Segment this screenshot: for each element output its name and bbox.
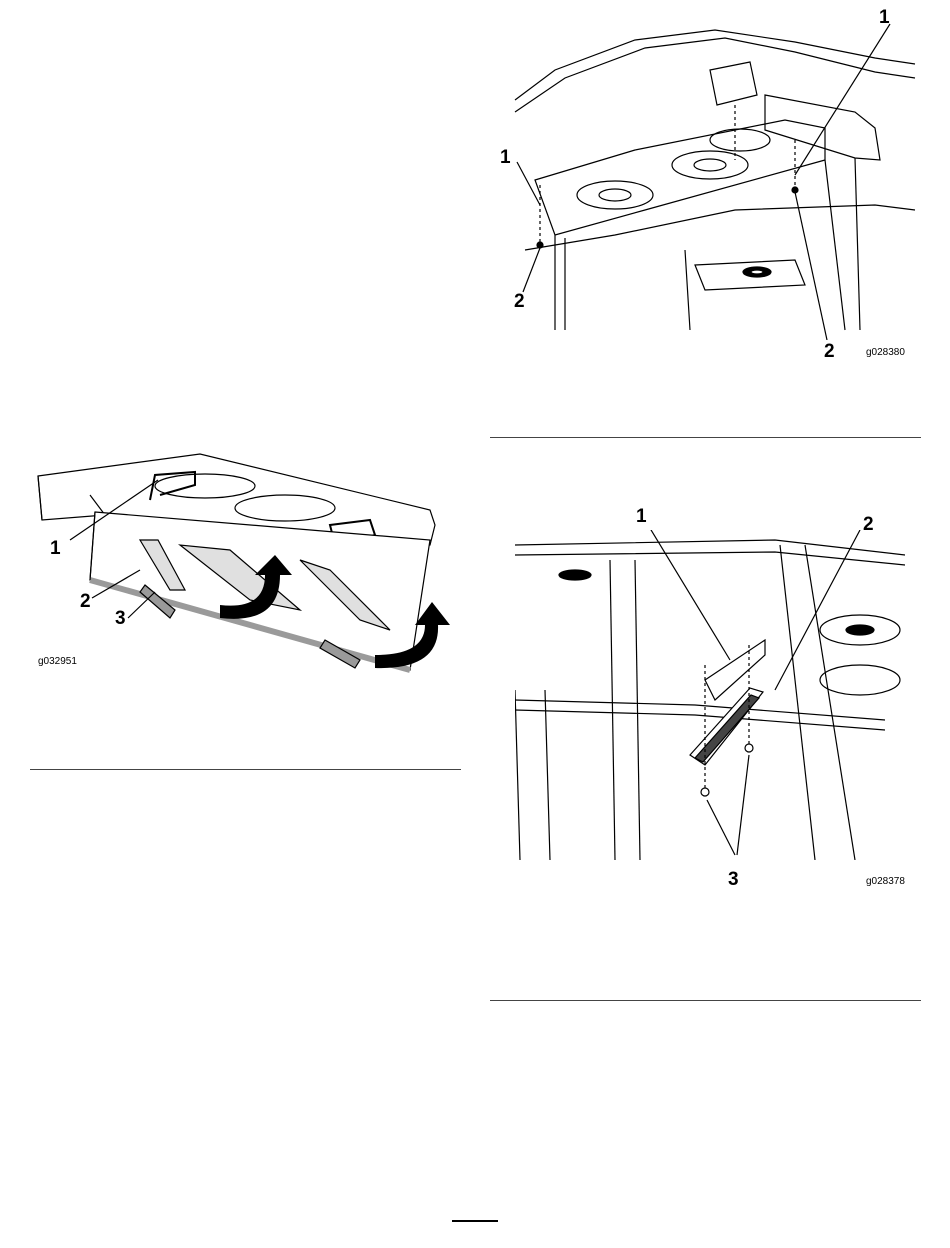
figure-code-g032951: g032951 — [38, 656, 77, 667]
figure-separator-lower-right — [490, 1000, 921, 1001]
callout-1-lower-right: 1 — [636, 507, 647, 526]
callout-2-left: 2 — [80, 592, 91, 611]
callout-2-upper-right-b: 2 — [824, 342, 835, 361]
figure-deflector-removal-drawing — [515, 530, 910, 860]
figure-underside-motor-mounts — [495, 0, 925, 340]
figure-deck-plate-removal-drawing — [30, 440, 470, 680]
callout-1-left: 1 — [50, 539, 61, 558]
figure-code-g028380: g028380 — [866, 347, 905, 358]
callout-1-upper-right-a: 1 — [879, 8, 890, 27]
figure-separator-upper-right — [490, 437, 921, 438]
callout-2-lower-right: 2 — [863, 515, 874, 534]
figure-code-g028378: g028378 — [866, 876, 905, 887]
callout-3-lower-right: 3 — [728, 870, 739, 889]
figure-underside-motor-mounts-drawing — [495, 0, 925, 340]
figure-deflector-removal — [515, 530, 910, 860]
figure-separator-left — [30, 769, 461, 770]
page-number-underline — [452, 1220, 498, 1222]
callout-3-left: 3 — [115, 609, 126, 628]
figure-deck-plate-removal — [30, 440, 470, 680]
callout-2-upper-right-a: 2 — [514, 292, 525, 311]
callout-1-upper-right-b: 1 — [500, 148, 511, 167]
